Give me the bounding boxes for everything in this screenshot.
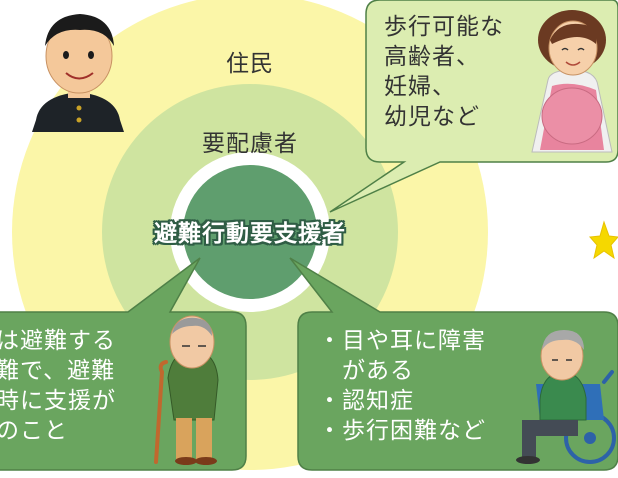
star-icon [588, 220, 618, 260]
callout-bottom-left-line: 難で、避難 [0, 358, 116, 384]
callout-top-right-line: 高齢者、 [384, 44, 480, 70]
wheelchair-user-illustration [516, 330, 616, 464]
label-residents: 住民 [226, 51, 274, 77]
callout-bottom-left-text: は避難する 難で、避難 時に支援が のこと [0, 326, 116, 446]
callout-top-right-text: 歩行可能な 高齢者、 妊婦、 幼児など [384, 12, 504, 132]
callout-top-right-line: 妊婦、 [384, 74, 456, 100]
callout-bottom-right-text: ・目や耳に障害 がある ・認知症 ・歩行困難など [318, 326, 486, 446]
callout-bottom-right-line: がある [318, 358, 414, 384]
callout-bottom-left-line: のこと [0, 418, 68, 444]
callout-top-right-line: 幼児など [384, 104, 480, 130]
callout-bottom-right-line: ・歩行困難など [318, 418, 486, 444]
student-boy-illustration [32, 14, 124, 132]
callout-bottom-left-line: 時に支援が [0, 388, 116, 414]
callout-bottom-right [289, 257, 618, 471]
label-care-needed: 要配慮者 [202, 131, 298, 157]
callout-bottom-right-line: ・目や耳に障害 [318, 328, 486, 354]
label-evacuation-support: 避難行動要支援者 [154, 221, 346, 247]
elderly-man-with-cane-illustration [154, 315, 219, 465]
callout-bottom-right-line: ・認知症 [318, 388, 414, 414]
pregnant-woman-illustration [531, 10, 613, 153]
callout-top-right-line: 歩行可能な [384, 14, 504, 40]
inner-circle-evacuation-support [183, 165, 317, 299]
callout-bottom-left-line: は避難する [0, 328, 116, 354]
